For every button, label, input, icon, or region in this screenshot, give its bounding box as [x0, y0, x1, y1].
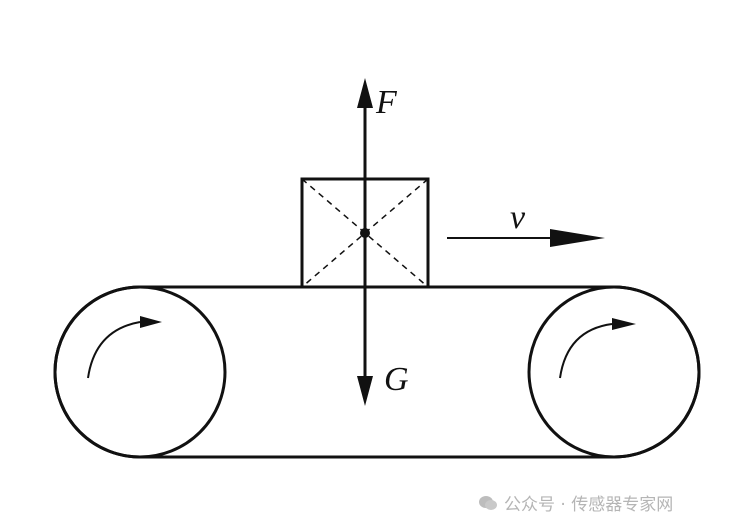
- force-g-label: G: [384, 361, 409, 398]
- velocity-arrow: [447, 229, 605, 247]
- left-rotation-arrow-icon: [87, 316, 162, 379]
- watermark-text: 公众号 · 传感器专家网: [504, 495, 674, 515]
- conveyor-belt: [53, 285, 701, 459]
- left-pulley: [53, 285, 227, 459]
- wechat-icon: [479, 495, 497, 510]
- force-axis: [357, 78, 373, 406]
- right-rotation-arrow-icon: [559, 318, 636, 379]
- force-g-arrowhead-icon: [357, 376, 373, 406]
- right-pulley: [527, 285, 701, 459]
- watermark: 公众号 · 传感器专家网: [478, 490, 673, 515]
- center-of-mass: [360, 228, 370, 238]
- force-f-label: F: [375, 84, 398, 121]
- force-f-arrowhead-icon: [357, 78, 373, 108]
- velocity-label: v: [510, 199, 526, 236]
